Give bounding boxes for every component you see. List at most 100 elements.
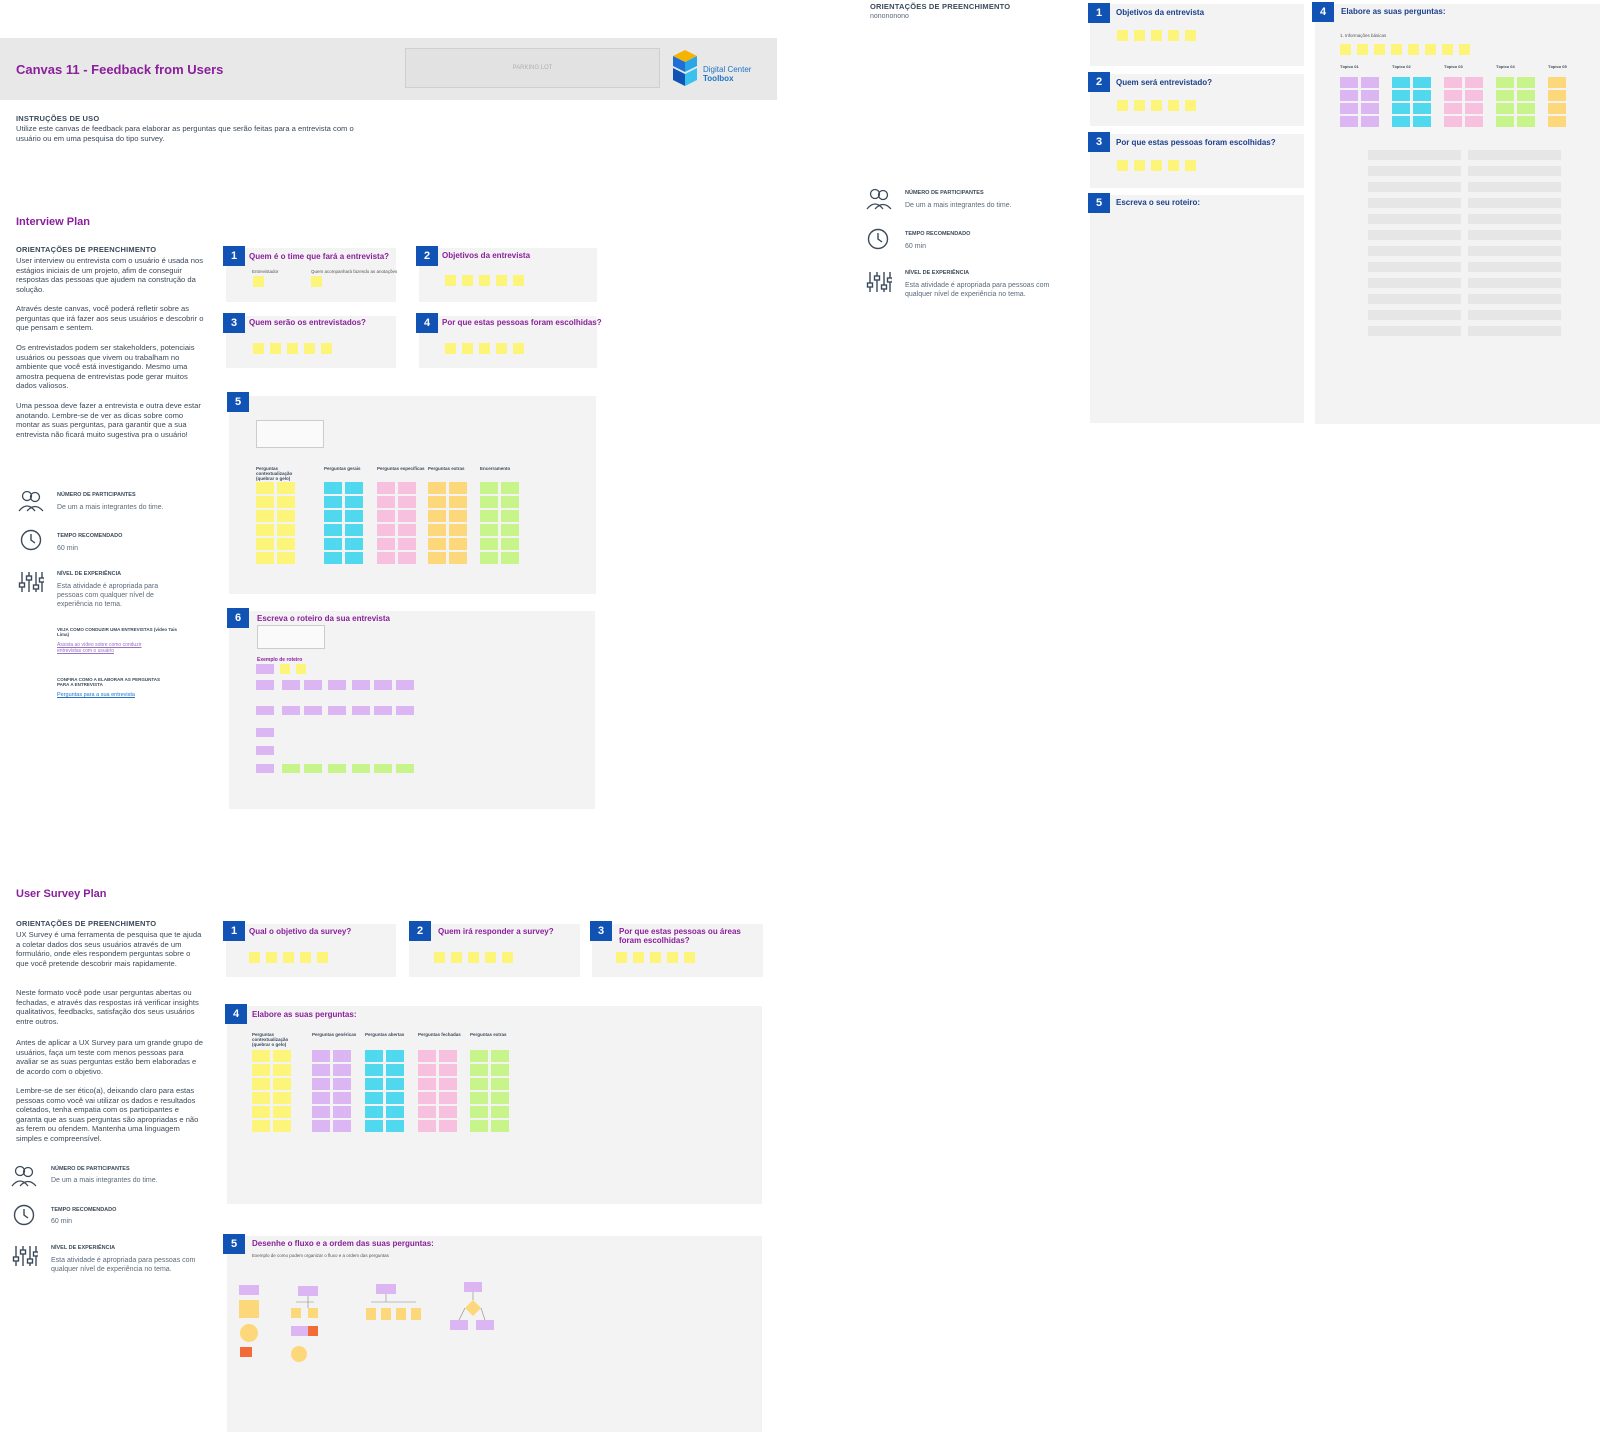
answer-row[interactable] <box>1468 166 1561 176</box>
sticky-note[interactable] <box>324 552 342 564</box>
sticky-note[interactable] <box>365 1106 383 1118</box>
sticky-note[interactable] <box>418 1050 436 1062</box>
sticky-note[interactable] <box>1391 44 1402 55</box>
answer-row[interactable] <box>1468 182 1561 192</box>
sticky-note[interactable] <box>418 1092 436 1104</box>
sticky-note[interactable] <box>496 275 507 286</box>
sticky-note[interactable] <box>439 1106 457 1118</box>
answer-row[interactable] <box>1368 294 1461 304</box>
flow-node[interactable] <box>282 706 300 715</box>
video-link[interactable]: Assista ao vídeo sobre como conduzir ent… <box>57 642 142 654</box>
sticky-note[interactable] <box>253 276 264 287</box>
sticky-note[interactable] <box>449 524 467 536</box>
sticky-note[interactable] <box>256 510 274 522</box>
sticky-note[interactable] <box>684 952 695 963</box>
flow-node[interactable] <box>374 680 392 690</box>
sticky-note[interactable] <box>317 952 328 963</box>
sticky-note[interactable] <box>1134 100 1145 111</box>
sticky-note[interactable] <box>1117 160 1128 171</box>
sticky-note[interactable] <box>491 1092 509 1104</box>
sticky-note[interactable] <box>496 343 507 354</box>
sticky-note[interactable] <box>445 343 456 354</box>
sticky-note[interactable] <box>1465 116 1483 127</box>
sticky-note[interactable] <box>479 275 490 286</box>
sticky-note[interactable] <box>1548 116 1566 127</box>
answer-row[interactable] <box>1468 262 1561 272</box>
sticky-note[interactable] <box>386 1078 404 1090</box>
flow-node[interactable] <box>396 706 414 715</box>
sticky-note[interactable] <box>312 1092 330 1104</box>
answer-row[interactable] <box>1368 166 1461 176</box>
flow-node[interactable] <box>296 664 306 674</box>
sticky-note[interactable] <box>1444 116 1462 127</box>
sticky-note[interactable] <box>1361 103 1379 114</box>
sticky-note[interactable] <box>365 1120 383 1132</box>
sticky-note[interactable] <box>480 510 498 522</box>
sticky-note[interactable] <box>333 1092 351 1104</box>
flow-node[interactable] <box>328 680 346 690</box>
sticky-note[interactable] <box>418 1106 436 1118</box>
sticky-note[interactable] <box>252 1064 270 1076</box>
answer-row[interactable] <box>1368 198 1461 208</box>
sticky-note[interactable] <box>491 1078 509 1090</box>
sticky-note[interactable] <box>1517 77 1535 88</box>
flow-node[interactable] <box>256 746 274 755</box>
sticky-note[interactable] <box>386 1064 404 1076</box>
answer-row[interactable] <box>1368 310 1461 320</box>
sticky-note[interactable] <box>439 1050 457 1062</box>
sticky-note[interactable] <box>333 1064 351 1076</box>
sticky-note[interactable] <box>513 275 524 286</box>
sticky-note[interactable] <box>468 952 479 963</box>
sticky-note[interactable] <box>333 1106 351 1118</box>
sticky-note[interactable] <box>252 1106 270 1118</box>
sticky-note[interactable] <box>502 952 513 963</box>
sticky-note[interactable] <box>324 510 342 522</box>
sticky-note[interactable] <box>439 1064 457 1076</box>
answer-row[interactable] <box>1468 214 1561 224</box>
sticky-note[interactable] <box>470 1092 488 1104</box>
sticky-note[interactable] <box>1517 116 1535 127</box>
sticky-note[interactable] <box>1340 44 1351 55</box>
flow-node[interactable] <box>396 680 414 690</box>
sticky-note[interactable] <box>324 524 342 536</box>
answer-row[interactable] <box>1468 198 1561 208</box>
sticky-note[interactable] <box>333 1078 351 1090</box>
sticky-note[interactable] <box>253 343 264 354</box>
answer-row[interactable] <box>1368 278 1461 288</box>
answer-row[interactable] <box>1468 294 1561 304</box>
sticky-note[interactable] <box>418 1120 436 1132</box>
sticky-note[interactable] <box>1361 116 1379 127</box>
sticky-note[interactable] <box>1340 90 1358 101</box>
sticky-note[interactable] <box>345 524 363 536</box>
answer-row[interactable] <box>1468 278 1561 288</box>
sticky-note[interactable] <box>1117 30 1128 41</box>
parking-lot[interactable]: PARKING LOT <box>405 48 660 88</box>
sticky-note[interactable] <box>1413 90 1431 101</box>
sticky-note[interactable] <box>470 1078 488 1090</box>
sticky-note[interactable] <box>1151 100 1162 111</box>
flow-node[interactable] <box>304 680 322 690</box>
sticky-note[interactable] <box>365 1092 383 1104</box>
answer-row[interactable] <box>1468 310 1561 320</box>
sticky-note[interactable] <box>249 952 260 963</box>
sticky-note[interactable] <box>449 482 467 494</box>
sticky-note[interactable] <box>277 552 295 564</box>
sticky-note[interactable] <box>1340 103 1358 114</box>
sticky-note[interactable] <box>398 510 416 522</box>
sticky-note[interactable] <box>1340 77 1358 88</box>
sticky-note[interactable] <box>345 482 363 494</box>
flow-node[interactable] <box>396 764 414 773</box>
sticky-note[interactable] <box>480 524 498 536</box>
sticky-note[interactable] <box>273 1050 291 1062</box>
sticky-note[interactable] <box>470 1106 488 1118</box>
sticky-note[interactable] <box>1465 90 1483 101</box>
sticky-note[interactable] <box>480 538 498 550</box>
flow-node[interactable] <box>304 706 322 715</box>
answer-row[interactable] <box>1368 326 1461 336</box>
sticky-note[interactable] <box>256 552 274 564</box>
sticky-note[interactable] <box>445 275 456 286</box>
sticky-note[interactable] <box>386 1092 404 1104</box>
sticky-note[interactable] <box>283 952 294 963</box>
sticky-note[interactable] <box>1340 116 1358 127</box>
sticky-note[interactable] <box>333 1050 351 1062</box>
